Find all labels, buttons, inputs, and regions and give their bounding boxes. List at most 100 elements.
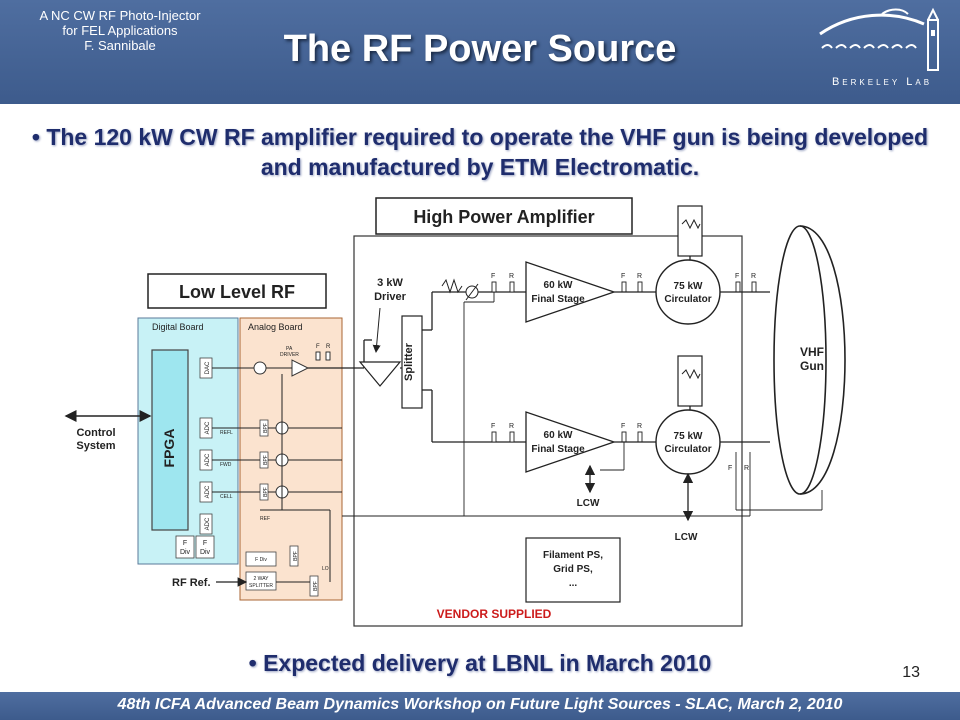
final-stage-label: Final Stage (531, 294, 585, 305)
filament-ps-box (525, 537, 621, 603)
llrf-label-box (147, 273, 327, 309)
subtitle-line: for FEL Applications (62, 23, 178, 38)
bullet-top: • The 120 kW CW RF amplifier required to… (31, 124, 929, 180)
header-bar: A NC CW RF Photo-Injector for FEL Applic… (0, 0, 960, 104)
fwd-small-label: FWD (220, 462, 232, 468)
footer-bar: 48th ICFA Advanced Beam Dynamics Worksho… (0, 692, 960, 720)
tap-f-label: F (735, 273, 739, 280)
resistor-icon (681, 368, 701, 380)
lcw-label: LCW (675, 532, 698, 543)
f-div-box (175, 535, 195, 559)
driver-label: Driver (374, 291, 407, 303)
llrf-label: Low Level RF (179, 282, 295, 302)
f-div-box (195, 535, 215, 559)
vendor-label: VENDOR SUPPLIED (437, 607, 552, 621)
tap-f-label: F (491, 273, 495, 280)
phase-shifter-slash (465, 283, 479, 301)
bpf-box (309, 575, 319, 597)
tap-r-label: R (509, 273, 514, 280)
bullet-bottom: • Expected delivery at LBNL in March 201… (248, 650, 712, 676)
logo-icon (819, 7, 939, 71)
refl-label: REFL (220, 430, 233, 436)
filament-label: ... (569, 578, 578, 589)
tap-f-label: F (491, 423, 495, 430)
circulator-label: 75 kW (674, 431, 703, 442)
circulator-icon (655, 259, 721, 325)
pa-driver-label: PA (286, 346, 293, 352)
rf-system-diagram: High Power Amplifier VENDOR SUPPLIED Low… (60, 190, 890, 630)
final-stage-amp-icon (525, 411, 617, 473)
circulator-label: 75 kW (674, 281, 703, 292)
driver-pointer (372, 307, 381, 353)
f-div-small-label: F Div (255, 557, 267, 563)
bpf-label: BPF (263, 423, 269, 433)
splitter-label: Splitter (403, 342, 415, 381)
f-div-label: F (203, 540, 207, 547)
hpa-label: High Power Amplifier (413, 207, 594, 227)
lo-label: LO (322, 566, 329, 572)
final-stage-label: 60 kW (544, 280, 573, 291)
f-div-label: F (183, 540, 187, 547)
final-stage-label: 60 kW (544, 430, 573, 441)
slide-title: The RF Power Source (283, 28, 677, 70)
filament-label: Filament PS, (543, 550, 603, 561)
bpf-label: BPF (263, 487, 269, 497)
filament-label: Grid PS, (553, 564, 593, 575)
fpga-label: FPGA (161, 429, 177, 468)
tap-f-label: F (728, 465, 732, 472)
adc-label: ADC (205, 485, 211, 498)
vhf-gun-outline (799, 225, 846, 495)
tap-r-label: R (637, 273, 642, 280)
footer-text: 48th ICFA Advanced Beam Dynamics Worksho… (117, 696, 843, 713)
bpf-label: BPF (263, 455, 269, 465)
bpf-label: BPF (313, 581, 319, 591)
tap-r-label: R (326, 344, 331, 350)
digital-board-label: Digital Board (152, 322, 204, 332)
adc-label: ADC (205, 421, 211, 434)
attenuator-icon (441, 278, 463, 294)
driver-amp-icon (358, 361, 402, 387)
subtitle-line: A NC CW RF Photo-Injector (39, 8, 201, 23)
hpa-label-box (375, 197, 633, 235)
mixer-icon (253, 361, 267, 375)
block-diagram-svg: High Power Amplifier VENDOR SUPPLIED Low… (64, 197, 846, 627)
tap-r-label: R (744, 465, 749, 472)
adc-label: ADC (205, 453, 211, 466)
ref-label: REF (260, 516, 270, 522)
splitter-block (401, 315, 423, 409)
analog-board-label: Analog Board (248, 322, 303, 332)
splitter-small-label: SPLITTER (249, 583, 273, 589)
presentation-subtitle: A NC CW RF Photo-Injector for FEL Applic… (10, 8, 230, 53)
cell-label: CELL (220, 494, 233, 500)
dac-label: DAC (205, 361, 211, 374)
pa-driver-label: DRIVER (280, 352, 299, 358)
adc-box (199, 513, 213, 535)
rf-ref-label: RF Ref. (172, 577, 211, 589)
tap-r-label: R (637, 423, 642, 430)
f-div-small-box (245, 551, 277, 567)
f-div-label: Div (200, 549, 211, 556)
resistor-icon (681, 218, 701, 230)
tap-r-label: R (751, 273, 756, 280)
tap-f-label: F (621, 423, 625, 430)
page-number: 13 (902, 664, 920, 681)
lcw-label: LCW (577, 498, 600, 509)
vendor-frame (353, 235, 743, 627)
driver-label: 3 kW (377, 277, 403, 289)
control-system-label: Control (76, 427, 115, 439)
splitter-small-label: 2 WAY (253, 576, 269, 582)
tap-r-label: R (509, 423, 514, 430)
circulator-label: Circulator (664, 444, 711, 455)
subtitle-line: F. Sannibale (84, 38, 156, 53)
final-stage-amp-icon (525, 261, 617, 323)
load-resistor-box (677, 205, 703, 257)
vhf-gun-label: Gun (800, 359, 824, 373)
circulator-icon (655, 409, 721, 475)
adc-label: ADC (205, 517, 211, 530)
tap-f-label: F (316, 344, 320, 350)
circulator-label: Circulator (664, 294, 711, 305)
vhf-gun-label: VHF (800, 345, 824, 359)
load-resistor-box (677, 355, 703, 407)
bpf-label: BPF (293, 551, 299, 561)
bpf-box (289, 545, 299, 567)
